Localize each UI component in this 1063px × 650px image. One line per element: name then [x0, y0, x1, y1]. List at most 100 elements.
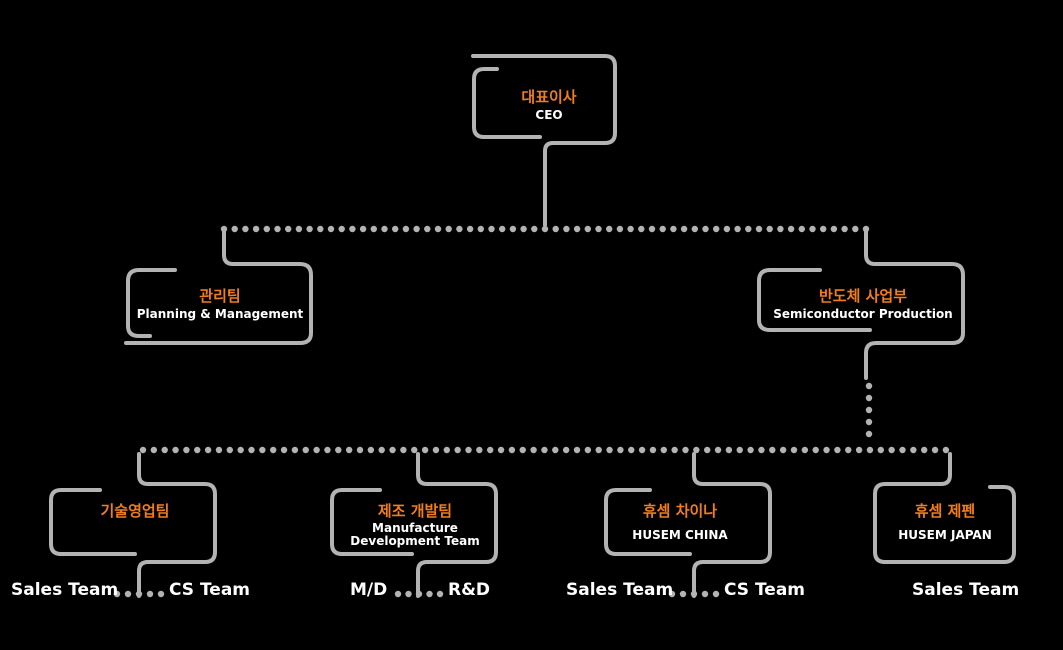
connector-dot — [274, 225, 281, 233]
husem-china-title-ko: 휴셈 차이나 — [642, 502, 718, 520]
connector-dot — [520, 225, 527, 233]
connector-dot — [595, 225, 602, 233]
semiconductor-title-en: Semiconductor Production — [773, 307, 953, 321]
connector-dot — [434, 225, 442, 233]
dotted-connectors — [113, 225, 950, 598]
connector-dot — [606, 446, 613, 454]
connector-dot — [691, 225, 698, 233]
connector-dot — [445, 225, 452, 233]
connector-dot — [855, 446, 863, 454]
connector-dot — [714, 446, 722, 454]
connector-dot — [172, 446, 179, 454]
connector-dot — [758, 446, 765, 454]
connector-dot — [755, 225, 763, 233]
connector-dot — [931, 446, 939, 454]
connector-dot — [899, 446, 906, 454]
dotted-line-top — [220, 225, 870, 233]
connector-dot — [359, 225, 367, 233]
connector-dot — [834, 446, 841, 454]
connector-dot — [865, 430, 873, 438]
connector-dot — [349, 225, 356, 233]
connector-dot — [313, 446, 320, 454]
connector-dot — [530, 446, 537, 454]
ceo-box-outline — [471, 54, 617, 227]
connector-dot — [413, 225, 420, 233]
connector-dot — [456, 225, 463, 233]
ceo-title-en: CEO — [535, 108, 563, 122]
connector-dot — [680, 225, 688, 233]
connector-dot — [306, 225, 313, 233]
connector-dot — [509, 225, 517, 233]
connector-dot — [488, 225, 495, 233]
connector-dot — [573, 225, 581, 233]
semiconductor-node: 반도체 사업부 Semiconductor Production — [766, 287, 960, 321]
connector-dot — [338, 225, 345, 233]
connector-dot — [226, 446, 233, 454]
tech-sales-sub-left: Sales Team — [11, 580, 119, 600]
connector-dot — [237, 446, 244, 454]
husem-china-node: 휴셈 차이나 HUSEM CHINA — [610, 502, 750, 542]
connector-dot — [552, 446, 559, 454]
connector-dot — [392, 225, 399, 233]
connector-dot — [693, 446, 700, 454]
connector-dot — [454, 446, 461, 454]
connector-dot — [670, 225, 677, 233]
semiconductor-box-outline-left — [757, 268, 872, 332]
connector-dot — [798, 225, 805, 233]
connector-dot — [668, 590, 676, 598]
management-box-outline — [124, 228, 313, 345]
husem-china-sub-left: Sales Team — [566, 580, 674, 600]
connector-dot — [324, 446, 331, 454]
manufacture-box-outline-left — [330, 488, 414, 556]
connector-dot — [381, 225, 388, 233]
connector-dot — [424, 225, 431, 233]
connector-dot — [910, 446, 917, 454]
connector-dot — [823, 446, 830, 454]
connector-dot — [394, 590, 402, 598]
connector-dot — [426, 590, 433, 598]
connector-dot — [327, 225, 335, 233]
connector-dot — [671, 446, 678, 454]
husem-japan-sub: Sales Team — [912, 580, 1020, 600]
connector-dot — [432, 446, 440, 454]
connector-dot — [649, 446, 657, 454]
connector-dot — [378, 446, 385, 454]
connector-dot — [852, 225, 859, 233]
connector-dot — [220, 225, 228, 233]
ceo-node: 대표이사 CEO — [494, 88, 604, 122]
connector-dot — [704, 446, 711, 454]
connector-dot — [712, 590, 720, 598]
manufacture-title-en-line2: Development Team — [350, 534, 480, 548]
manufacture-node: 제조 개발팀 Manufacture Development Team — [340, 502, 490, 548]
connector-dot — [862, 225, 870, 233]
connector-dot — [150, 446, 158, 454]
connector-dot — [476, 446, 483, 454]
connector-dot — [263, 225, 270, 233]
connector-dot — [562, 446, 570, 454]
connector-dot — [734, 225, 741, 233]
connector-dot — [531, 225, 538, 233]
husem-china-sub-right: CS Team — [724, 580, 806, 600]
connector-dot — [617, 446, 624, 454]
management-node: 관리팀 Planning & Management — [132, 287, 308, 321]
connector-dot — [777, 225, 784, 233]
connector-dot — [942, 446, 950, 454]
connector-dot — [370, 225, 377, 233]
connector-dot — [487, 446, 494, 454]
connector-dot — [866, 446, 874, 454]
connector-dot — [865, 394, 873, 402]
connector-dot — [690, 590, 698, 598]
connector-dot — [541, 446, 548, 454]
semiconductor-title-ko: 반도체 사업부 — [818, 287, 908, 305]
connector-dot — [787, 225, 795, 233]
connector-dot — [766, 225, 773, 233]
connector-dot — [648, 225, 656, 233]
manufacture-box-outline — [416, 452, 498, 598]
ceo-box-outline-left — [472, 67, 542, 139]
management-title-ko: 관리팀 — [199, 287, 241, 305]
tech-sales-box-outline-left — [49, 488, 137, 556]
connector-dot — [809, 225, 816, 233]
connector-dot — [204, 446, 212, 454]
connector-dot — [499, 225, 506, 233]
connector-dot — [402, 225, 410, 233]
